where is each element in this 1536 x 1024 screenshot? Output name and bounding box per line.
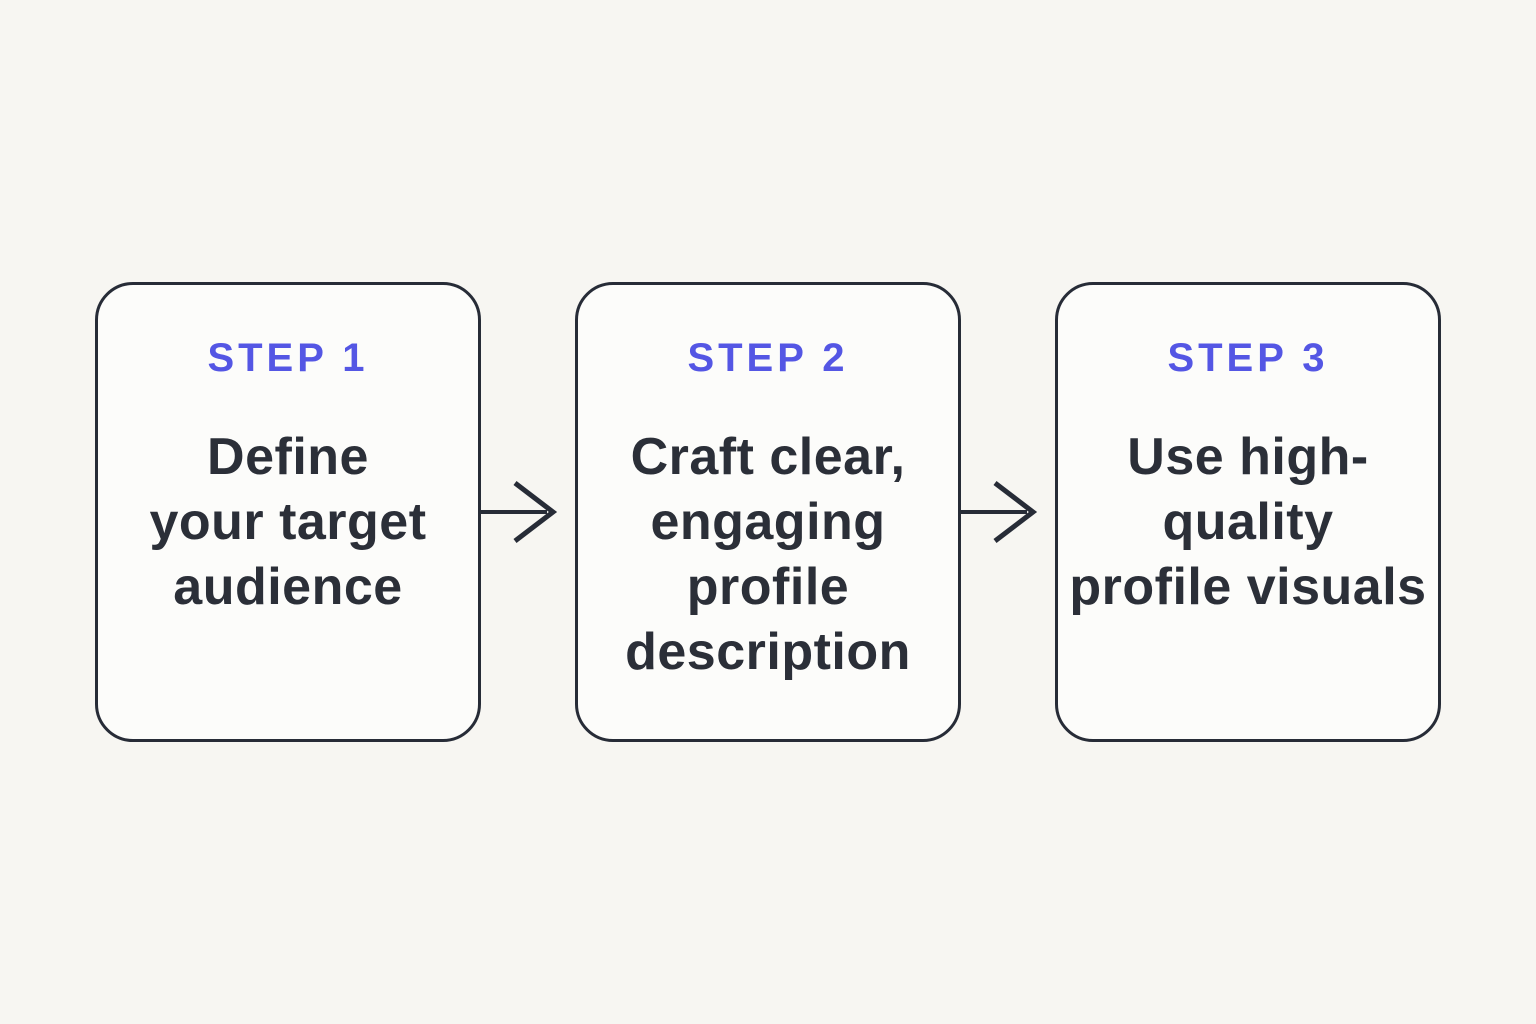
step-2-description-line: Craft clear, bbox=[630, 428, 906, 486]
step-2-description: Craft clear, engaging profile descriptio… bbox=[578, 425, 958, 685]
step-2-description-line: profile bbox=[686, 558, 850, 616]
step-card-1: STEP 1 Define your target audience bbox=[95, 282, 481, 742]
step-1-description: Define your target audience bbox=[98, 425, 478, 620]
step-3-description: Use high- quality profile visuals bbox=[1058, 425, 1438, 620]
step-3-description-line: Use high- bbox=[1127, 428, 1369, 486]
arrow-gap-2 bbox=[961, 282, 1055, 742]
step-3-label: STEP 3 bbox=[1167, 336, 1329, 380]
step-2-label: STEP 2 bbox=[687, 336, 849, 380]
step-2-description-line: description bbox=[625, 623, 911, 681]
steps-row: STEP 1 Define your target audience STEP … bbox=[0, 282, 1536, 742]
right-arrow-icon bbox=[961, 481, 1038, 543]
right-arrow-icon bbox=[481, 481, 558, 543]
step-1-description-line: audience bbox=[173, 558, 403, 616]
step-card-2: STEP 2 Craft clear, engaging profile des… bbox=[575, 282, 961, 742]
step-1-label: STEP 1 bbox=[207, 336, 369, 380]
arrow-gap-1 bbox=[481, 282, 575, 742]
step-3-description-line: quality bbox=[1162, 493, 1334, 551]
step-3-description-line: profile visuals bbox=[1069, 558, 1427, 616]
step-1-description-line: Define bbox=[207, 428, 369, 486]
step-card-3: STEP 3 Use high- quality profile visuals bbox=[1055, 282, 1441, 742]
step-1-description-line: your target bbox=[149, 493, 427, 551]
step-2-description-line: engaging bbox=[650, 493, 886, 551]
